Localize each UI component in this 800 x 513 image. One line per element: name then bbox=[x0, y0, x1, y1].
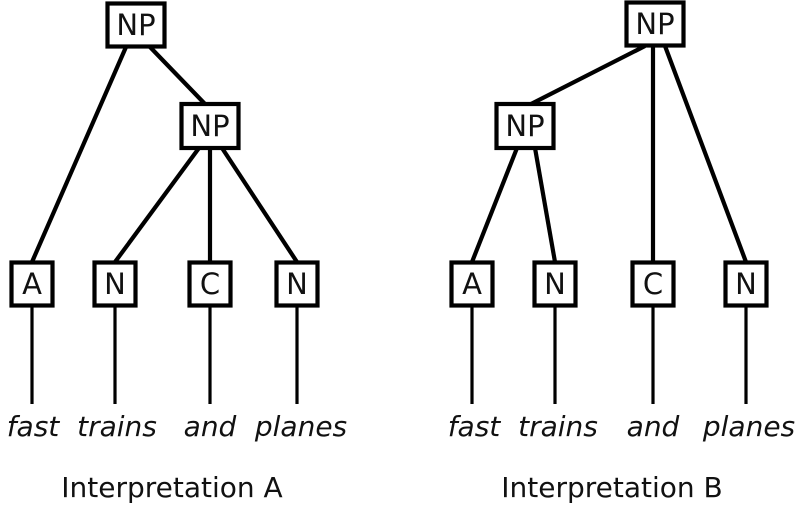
node-n-planes[interactable]: N bbox=[723, 260, 769, 308]
node-np-inner[interactable]: NP bbox=[179, 101, 241, 151]
node-box-np-inner[interactable] bbox=[494, 101, 556, 151]
terminal-word-and: and bbox=[627, 410, 680, 443]
branch-group bbox=[470, 44, 748, 263]
node-label-c-and: C bbox=[200, 267, 220, 301]
node-box-n-trains[interactable] bbox=[532, 260, 578, 308]
node-label-n-planes: N bbox=[286, 267, 308, 301]
node-box-c-and[interactable] bbox=[187, 260, 233, 308]
caption-interpretation-b: Interpretation B bbox=[501, 471, 723, 504]
caption-interpretation-a: Interpretation A bbox=[61, 471, 282, 504]
node-box-n-planes[interactable] bbox=[723, 260, 769, 308]
node-n-trains[interactable]: N bbox=[532, 260, 578, 308]
terminal-word-trains: trains bbox=[77, 410, 157, 443]
node-box-n-planes[interactable] bbox=[274, 260, 320, 308]
terminal-word-fast: fast bbox=[448, 410, 502, 443]
branch-np-inner-to-n-planes bbox=[220, 146, 299, 264]
stem-group bbox=[30, 306, 299, 404]
node-box-c-and[interactable] bbox=[630, 260, 676, 308]
stem-group bbox=[470, 306, 748, 404]
branch-np-root-to-np-inner bbox=[530, 44, 646, 106]
branch-np-inner-to-a-fast bbox=[470, 147, 519, 263]
node-label-np-root: NP bbox=[635, 7, 674, 41]
terminal-word-fast: fast bbox=[7, 410, 61, 443]
terminal-word-planes: planes bbox=[254, 410, 347, 443]
node-np-inner[interactable]: NP bbox=[494, 101, 556, 151]
node-label-a-fast: A bbox=[22, 267, 42, 301]
node-box-n-trains[interactable] bbox=[92, 260, 138, 308]
node-a-fast[interactable]: A bbox=[9, 260, 55, 308]
node-label-a-fast: A bbox=[462, 267, 482, 301]
branch-np-root-to-n-planes bbox=[663, 45, 748, 263]
node-label-n-trains: N bbox=[104, 267, 126, 301]
node-label-np-inner: NP bbox=[190, 109, 229, 143]
node-np-root[interactable]: NP bbox=[624, 0, 686, 48]
node-c-and[interactable]: C bbox=[187, 260, 233, 308]
node-label-n-trains: N bbox=[544, 267, 566, 301]
terminal-word-planes: planes bbox=[702, 410, 795, 443]
branch-np-inner-to-n-trains bbox=[113, 146, 201, 264]
branch-np-inner-to-n-trains bbox=[532, 147, 558, 263]
branch-group bbox=[30, 45, 299, 264]
node-a-fast[interactable]: A bbox=[449, 260, 495, 308]
node-box-np-inner[interactable] bbox=[179, 101, 241, 151]
branch-np-root-to-a-fast bbox=[30, 46, 128, 263]
node-n-trains[interactable]: N bbox=[92, 260, 138, 308]
node-label-np-root: NP bbox=[116, 8, 155, 42]
node-box-np-root[interactable] bbox=[105, 1, 167, 49]
node-label-c-and: C bbox=[643, 267, 663, 301]
terminal-word-trains: trains bbox=[518, 410, 598, 443]
node-c-and[interactable]: C bbox=[630, 260, 676, 308]
node-box-a-fast[interactable] bbox=[449, 260, 495, 308]
node-box-a-fast[interactable] bbox=[9, 260, 55, 308]
node-np-root[interactable]: NP bbox=[105, 1, 167, 49]
node-n-planes[interactable]: N bbox=[274, 260, 320, 308]
node-label-np-inner: NP bbox=[505, 109, 544, 143]
terminal-word-and: and bbox=[184, 410, 237, 443]
node-label-n-planes: N bbox=[735, 267, 757, 301]
branch-np-root-to-np-inner bbox=[148, 45, 207, 106]
node-box-np-root[interactable] bbox=[624, 0, 686, 48]
